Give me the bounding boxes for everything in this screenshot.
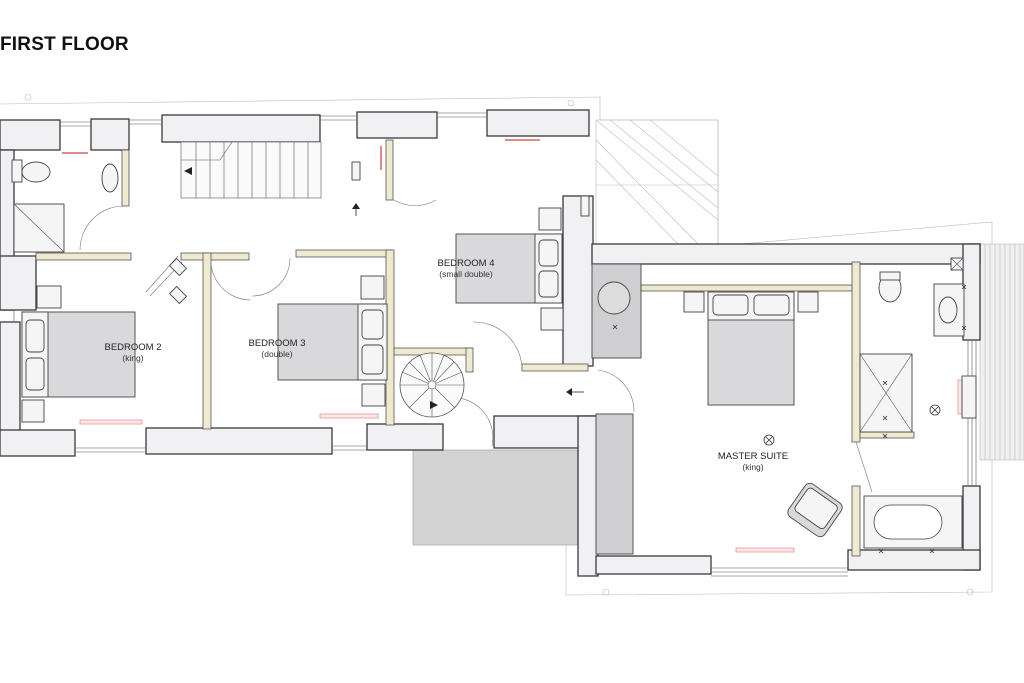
room-label-bedroom-3: BEDROOM 3 (double) [248, 338, 305, 359]
bathroom-fixtures [11, 152, 125, 253]
bedroom-4-furniture [455, 139, 590, 331]
room-label-bedroom-2: BEDROOM 2 (king) [104, 342, 161, 363]
svg-text:MASTER SUITE: MASTER SUITE [718, 451, 788, 462]
roof-area [412, 449, 579, 546]
external-walls [0, 109, 981, 577]
svg-text:(king): (king) [122, 353, 143, 363]
room-label-bedroom-4: BEDROOM 4 (small double) [437, 258, 494, 279]
svg-text:BEDROOM 3: BEDROOM 3 [248, 338, 305, 349]
svg-text:BEDROOM 4: BEDROOM 4 [437, 258, 494, 269]
spiral-staircase [399, 352, 465, 418]
bedroom-2-furniture [21, 255, 188, 425]
master-suite-furniture [591, 263, 843, 555]
svg-text:(small double): (small double) [439, 269, 493, 279]
terrace-decking [979, 243, 1024, 461]
svg-text:BEDROOM 2: BEDROOM 2 [104, 342, 161, 353]
ensuite-fixtures [855, 257, 977, 549]
svg-text:(double): (double) [261, 349, 292, 359]
light-fittings [612, 284, 967, 554]
plan-title: FIRST FLOOR [0, 34, 129, 55]
stair-void-hatch [595, 119, 719, 247]
staircase [180, 141, 322, 199]
room-label-master-suite: MASTER SUITE (king) [718, 451, 788, 472]
bedroom-3-furniture [277, 275, 388, 419]
svg-text:(king): (king) [742, 462, 763, 472]
